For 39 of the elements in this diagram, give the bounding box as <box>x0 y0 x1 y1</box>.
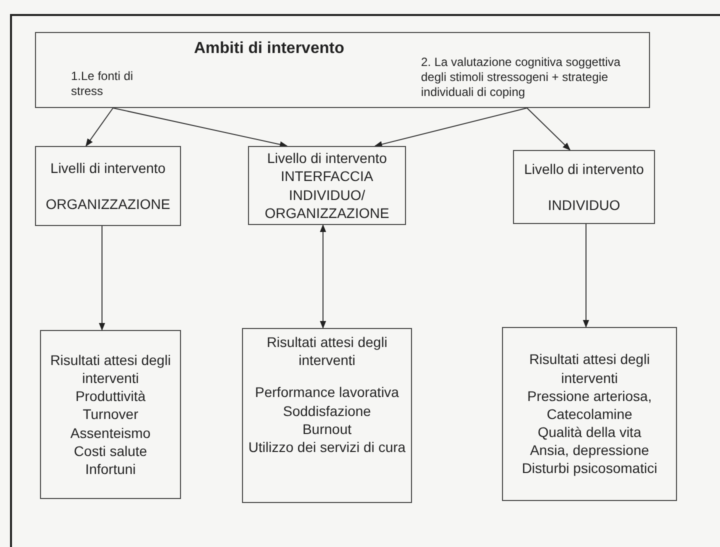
box-text: Qualità della vita <box>538 423 642 442</box>
arrow <box>320 224 326 329</box>
box-text: Costi salute <box>74 442 148 460</box>
level-box <box>35 146 181 226</box>
box-text: Burnout <box>302 420 352 438</box>
box-text: Assenteismo <box>70 424 151 442</box>
box-text: Ansia, depressione <box>530 441 650 460</box>
arrow <box>112 108 288 148</box>
box-text: INTERFACCIA INDIVIDUO/ ORGANIZZAZIONE <box>264 167 390 222</box>
level-box <box>248 146 406 225</box>
box-text: Infortuni <box>85 460 136 478</box>
box-text: Utilizzo dei servizi di cura <box>248 438 406 456</box>
results-box <box>502 327 677 501</box>
box-text: 2. La valutazione cognitiva soggettiva degli stimoli stressogeni + strategie individuali di coping <box>421 55 622 100</box>
results-box <box>242 328 412 503</box>
box-text: Soddisfazione <box>283 402 371 420</box>
box-text: Performance lavorativa <box>255 383 399 402</box>
box-heading: Livelli di intervento <box>50 158 166 177</box>
scope-box <box>35 32 650 108</box>
box-heading: Livello di intervento <box>524 160 644 178</box>
arrow <box>86 108 114 147</box>
box-text: Pressione arteriosa, Catecolamine <box>526 386 653 424</box>
box-text: Turnover <box>82 405 138 424</box>
results-box <box>40 330 181 499</box>
arrow <box>582 224 590 328</box>
arrow <box>374 108 528 148</box>
box-heading: Ambiti di intervento <box>194 39 346 59</box>
box-text: Disturbi psicosomatici <box>522 459 658 478</box>
box-text: Produttività <box>75 387 146 406</box>
box-text: ORGANIZZAZIONE <box>46 195 170 214</box>
arrow <box>526 108 571 151</box>
box-heading: Risultati attesi degli interventi <box>528 350 651 387</box>
box-heading: Livello di intervento <box>267 149 387 168</box>
box-text: 1.Le fonti di stress <box>71 69 134 99</box>
box-heading: Risultati attesi degli interventi <box>266 333 388 370</box>
arrow <box>98 226 106 331</box>
level-box <box>513 150 655 224</box>
box-text: INDIVIDUO <box>548 196 620 214</box>
box-heading: Risultati attesi degli interventi <box>49 350 172 388</box>
